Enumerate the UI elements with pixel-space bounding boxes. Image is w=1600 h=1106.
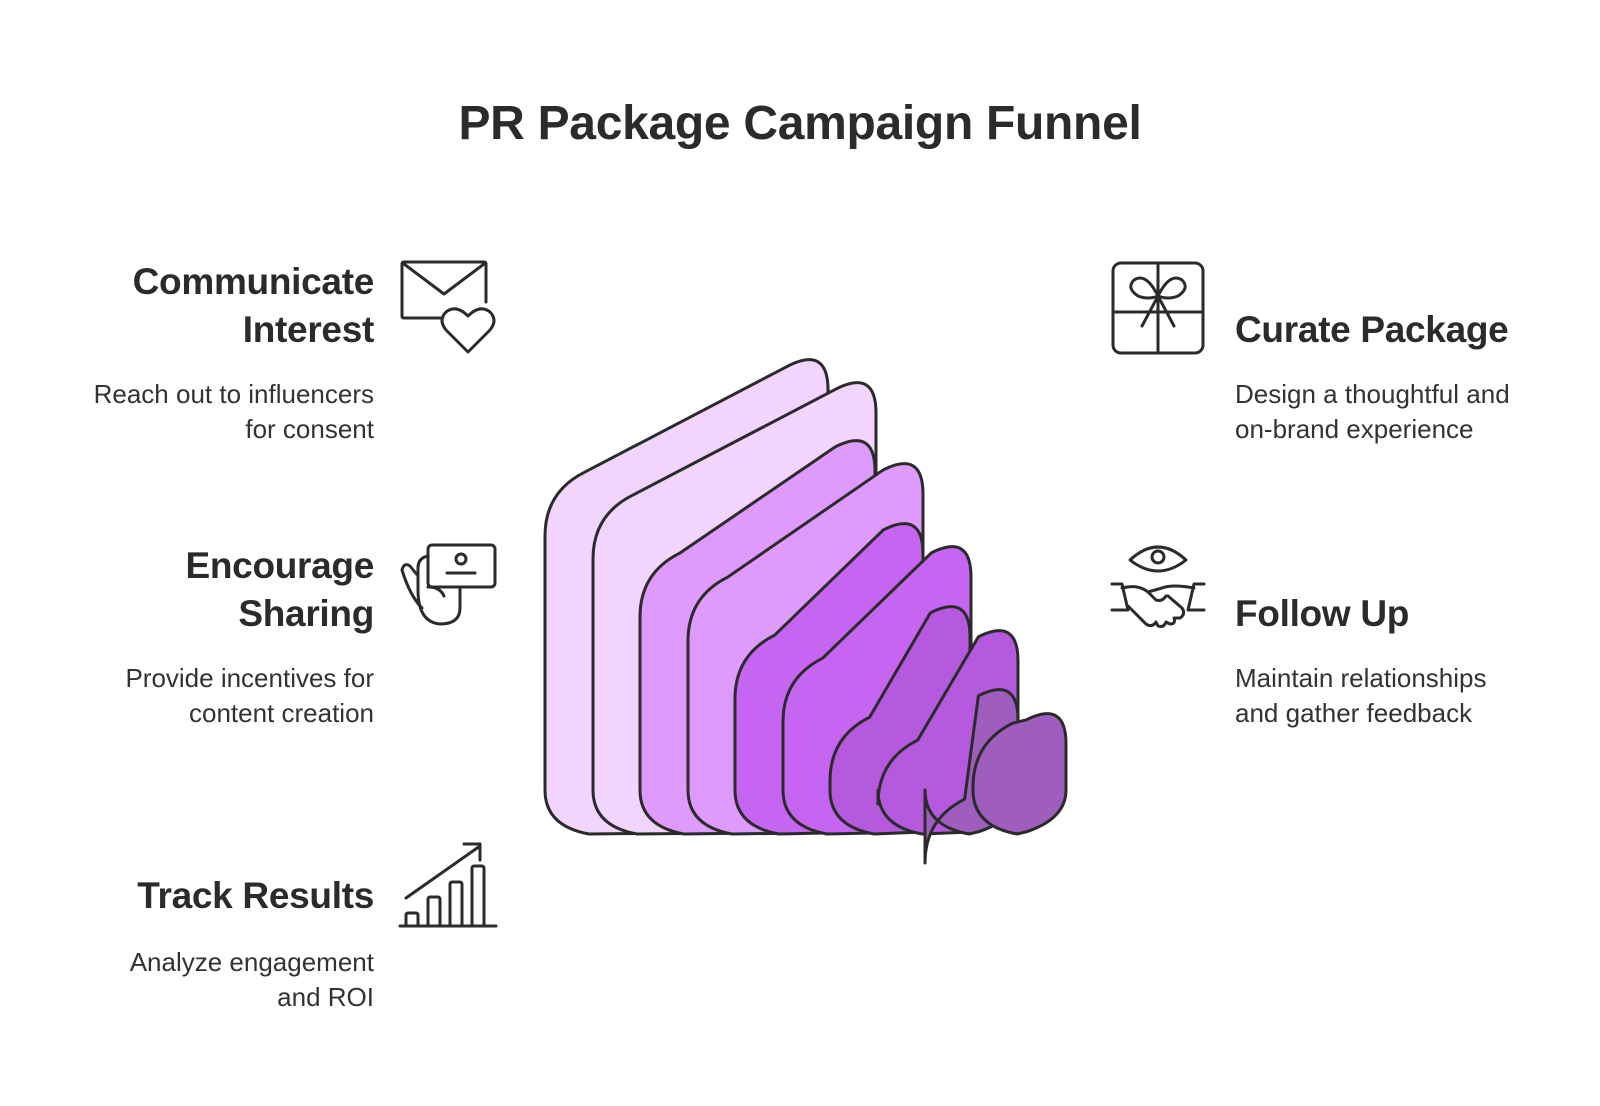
step-title-follow-up: Follow Up bbox=[1235, 590, 1409, 638]
step-desc-encourage-sharing: Provide incentives for content creation bbox=[125, 661, 374, 731]
step-desc-line: for consent bbox=[245, 414, 374, 444]
step-desc-track-results: Analyze engagement and ROI bbox=[130, 945, 374, 1015]
step-desc-curate-package: Design a thoughtful and on-brand experie… bbox=[1235, 377, 1510, 447]
hand-card-icon bbox=[400, 543, 497, 626]
step-title-line: Interest bbox=[242, 309, 375, 350]
step-title-track-results: Track Results bbox=[137, 872, 374, 920]
step-desc-line: Provide incentives for bbox=[125, 663, 374, 693]
funnel-layer-5-front bbox=[971, 712, 1068, 836]
step-desc-communicate-interest: Reach out to influencers for consent bbox=[94, 377, 374, 447]
gift-box-icon bbox=[1111, 261, 1205, 355]
step-desc-line: Design a thoughtful and bbox=[1235, 379, 1510, 409]
growth-chart-icon bbox=[398, 842, 498, 928]
step-title-line: Communicate bbox=[132, 261, 375, 302]
step-desc-line: and ROI bbox=[277, 982, 374, 1012]
step-desc-line: on-brand experience bbox=[1235, 414, 1474, 444]
step-desc-follow-up: Maintain relationships and gather feedba… bbox=[1235, 661, 1486, 731]
eye-handshake-icon bbox=[1110, 545, 1206, 628]
step-title-line: Sharing bbox=[238, 593, 374, 634]
envelope-heart-icon bbox=[400, 260, 496, 354]
step-title-line: Curate Package bbox=[1235, 309, 1509, 350]
step-desc-line: Reach out to influencers bbox=[93, 379, 374, 409]
step-title-encourage-sharing: Encourage Sharing bbox=[185, 542, 374, 638]
step-desc-line: Analyze engagement bbox=[129, 947, 374, 977]
page-title: PR Package Campaign Funnel bbox=[458, 97, 1142, 150]
step-title-line: Encourage bbox=[185, 545, 374, 586]
step-desc-line: Maintain relationships bbox=[1235, 663, 1487, 693]
step-title-line: Track Results bbox=[137, 875, 374, 916]
step-title-line: Follow Up bbox=[1235, 593, 1410, 634]
step-title-communicate-interest: Communicate Interest bbox=[132, 258, 375, 354]
step-desc-line: content creation bbox=[188, 698, 374, 728]
step-desc-line: and gather feedback bbox=[1235, 698, 1473, 728]
step-title-curate-package: Curate Package bbox=[1235, 306, 1509, 354]
